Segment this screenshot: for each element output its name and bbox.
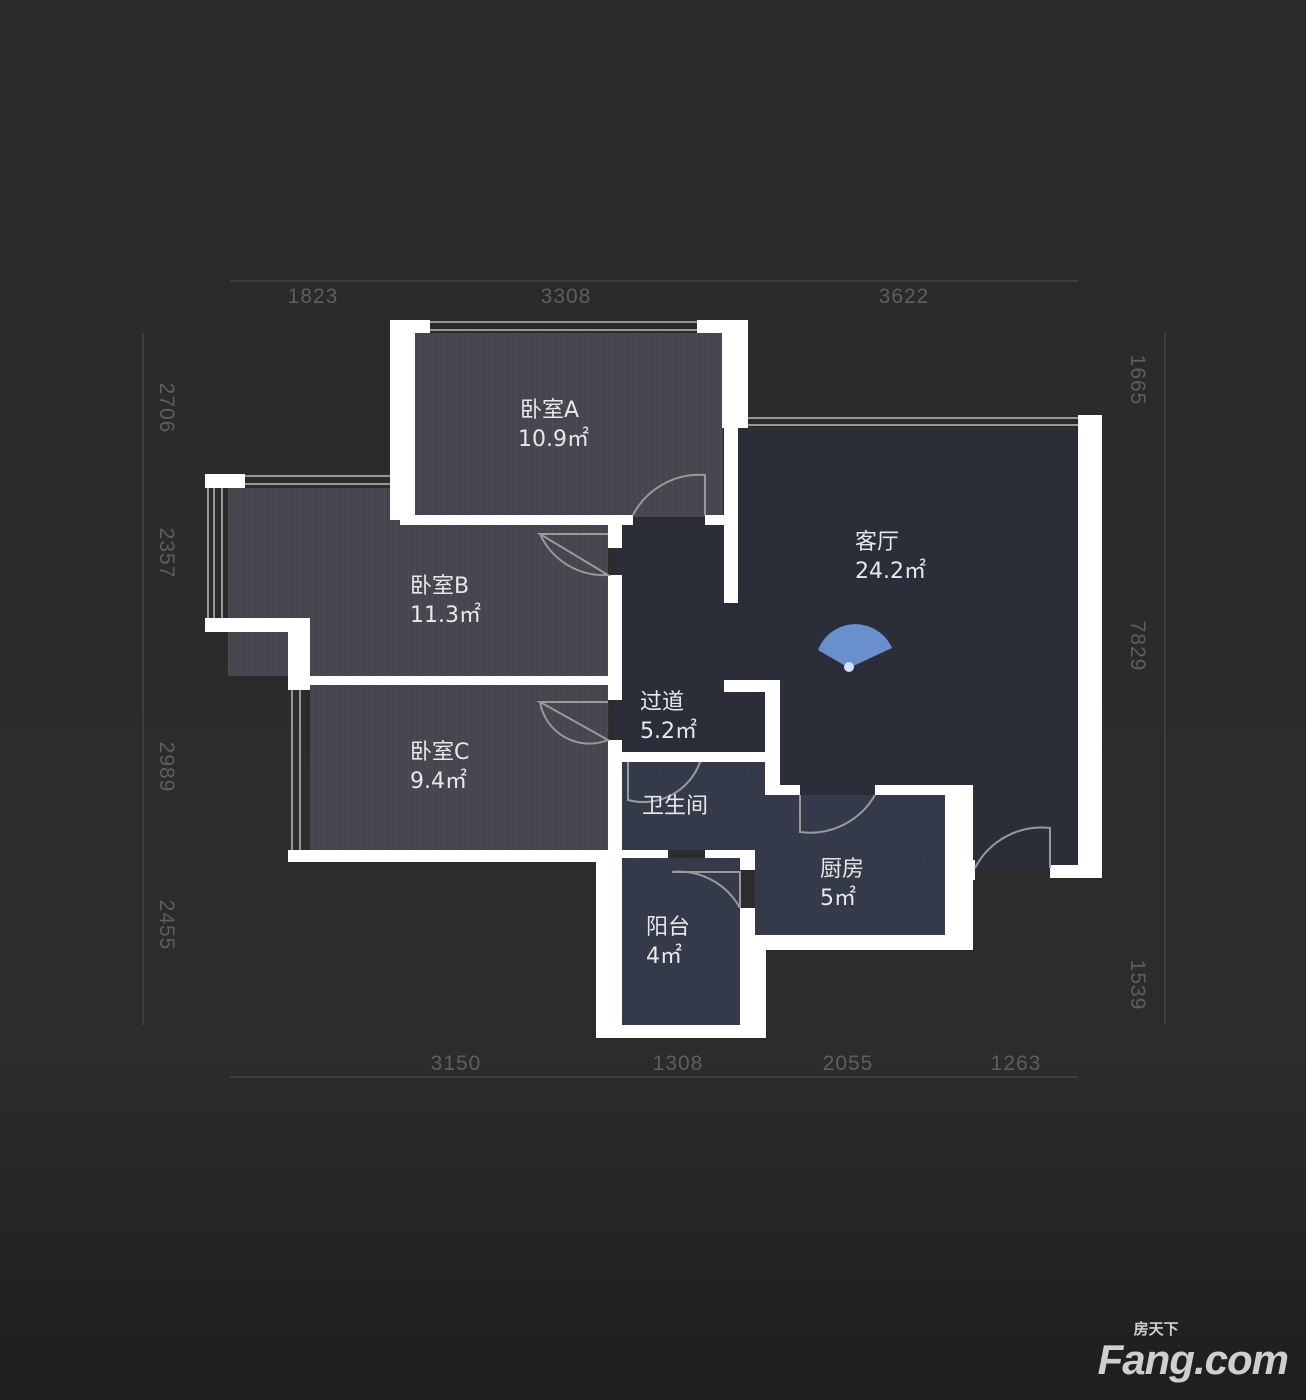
dim-top-2: 3308 <box>541 285 592 308</box>
bedroom-c-name: 卧室C <box>410 740 469 765</box>
fang-logo: 房天下 Fang.com <box>1097 1321 1289 1383</box>
view-direction-icon <box>818 624 892 668</box>
dim-right-2: 7829 <box>1126 621 1149 672</box>
dim-left-4: 2455 <box>155 900 178 951</box>
bedroom-a-area: 10.9㎡ <box>518 426 589 452</box>
position-dot-icon <box>844 662 854 672</box>
dim-bottom-2: 1308 <box>653 1052 704 1075</box>
dim-left-1: 2706 <box>155 383 178 434</box>
bathroom-name: 卫生间 <box>642 794 708 819</box>
windows <box>207 321 1078 850</box>
bedroom-a-floor <box>415 333 723 517</box>
bedroom-b-area: 11.3㎡ <box>410 602 481 628</box>
kitchen-area: 5㎡ <box>820 885 856 911</box>
dim-left-3: 2989 <box>155 742 178 793</box>
bedroom-a-name: 卧室A <box>520 398 579 423</box>
kitchen-floor <box>755 795 945 935</box>
balcony-name: 阳台 <box>646 915 690 940</box>
bedroom-c-floor <box>310 685 608 851</box>
bedroom-c-area: 9.4㎡ <box>410 768 467 794</box>
kitchen-name: 厨房 <box>820 857 864 882</box>
dim-left-2: 2357 <box>155 528 178 579</box>
hallway-area: 5.2㎡ <box>640 718 697 744</box>
bedroom-b-name: 卧室B <box>410 574 469 599</box>
dim-top-1: 1823 <box>288 285 339 308</box>
dim-bottom-1: 3150 <box>431 1052 482 1075</box>
logo-cn: 房天下 <box>1133 1321 1179 1338</box>
dim-top-3: 3622 <box>879 285 930 308</box>
walls <box>205 320 1102 1038</box>
living-area: 24.2㎡ <box>855 558 926 584</box>
dim-bottom-4: 1263 <box>991 1052 1042 1075</box>
hallway-floor <box>615 520 738 760</box>
dim-bottom-3: 2055 <box>823 1052 874 1075</box>
hallway-name: 过道 <box>640 690 684 715</box>
doors <box>536 473 1051 909</box>
living-name: 客厅 <box>855 530 899 555</box>
dim-right-1: 1665 <box>1126 355 1149 406</box>
balcony-floor <box>622 858 740 1025</box>
logo-text: Fang.com <box>1097 1336 1289 1383</box>
balcony-area: 4㎡ <box>646 943 682 969</box>
dimension-lines <box>142 280 1166 1078</box>
dim-right-3: 1539 <box>1126 960 1149 1011</box>
